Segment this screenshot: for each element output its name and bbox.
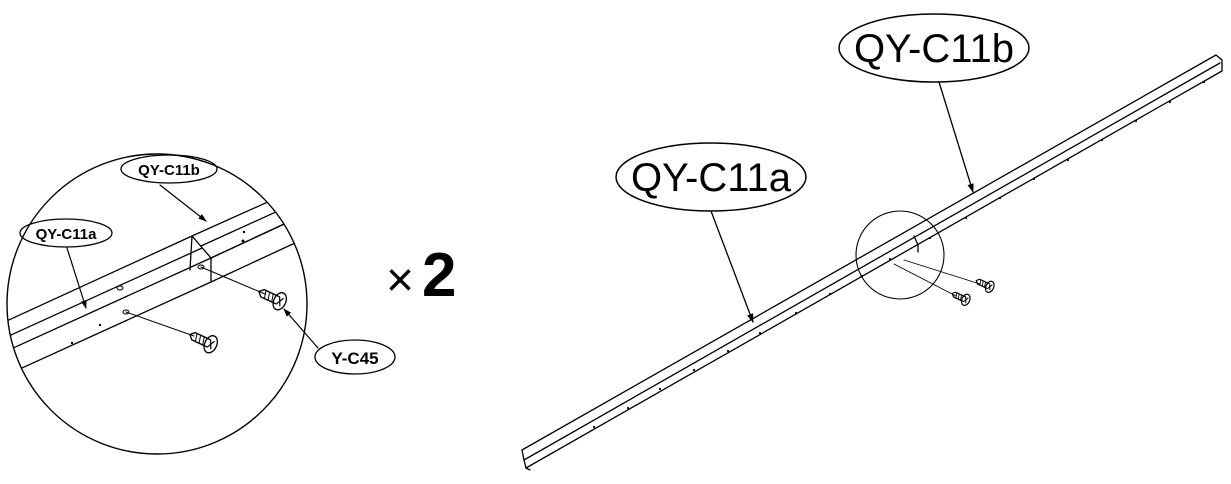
detail-rail-b — [191, 191, 307, 283]
rail-hole — [197, 264, 205, 270]
screw-icon — [258, 288, 288, 311]
callout-detail-rail-a: QY-C11a — [19, 218, 113, 309]
screw-icon — [189, 331, 219, 354]
detail-label-rail-a: QY-C11a — [36, 226, 98, 243]
rail-hole — [122, 309, 130, 315]
callout-detail-rail-b: QY-C11b — [120, 154, 218, 222]
overview-view: QY-C11b QY-C11a — [521, 13, 1223, 471]
callout-overview-rail-b: QY-C11b — [838, 13, 1030, 193]
detail-circle — [6, 153, 308, 455]
detail-view: QY-C11b QY-C11a Y-C45 — [6, 153, 396, 455]
detail-label-screw: Y-C45 — [331, 349, 378, 368]
overview-rail — [521, 54, 1223, 471]
multiplier-count: 2 — [422, 241, 456, 310]
zoom-circle — [855, 210, 945, 300]
screw-icon — [975, 278, 995, 293]
callout-overview-rail-a: QY-C11a — [615, 142, 807, 323]
callout-screw: Y-C45 — [283, 308, 396, 375]
detail-label-rail-b: QY-C11b — [138, 162, 200, 179]
rail-hole — [116, 285, 124, 291]
overview-label-rail-b: QY-C11b — [854, 27, 1014, 71]
detail-rail-a — [7, 235, 212, 379]
multiply-symbol: × — [386, 254, 414, 307]
overview-label-rail-a: QY-C11a — [631, 156, 792, 200]
quantity-multiplier: × 2 — [386, 241, 456, 310]
screw-icon — [951, 291, 971, 306]
